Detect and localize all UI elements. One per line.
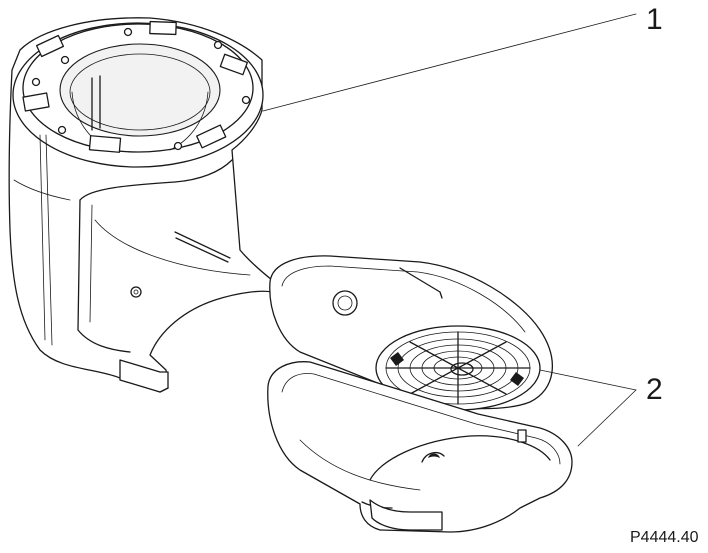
leader-line-2b bbox=[577, 389, 637, 447]
callout-2: 2 bbox=[646, 373, 663, 406]
leader-line-2a bbox=[539, 369, 637, 391]
callout-1: 1 bbox=[646, 3, 663, 36]
part-2-drip-tray bbox=[267, 361, 573, 533]
part-2-drip-grid bbox=[269, 255, 553, 411]
leader-line-1 bbox=[262, 13, 637, 112]
part-1-housing bbox=[8, 17, 273, 393]
reference-code: P4444.40 bbox=[630, 529, 699, 546]
